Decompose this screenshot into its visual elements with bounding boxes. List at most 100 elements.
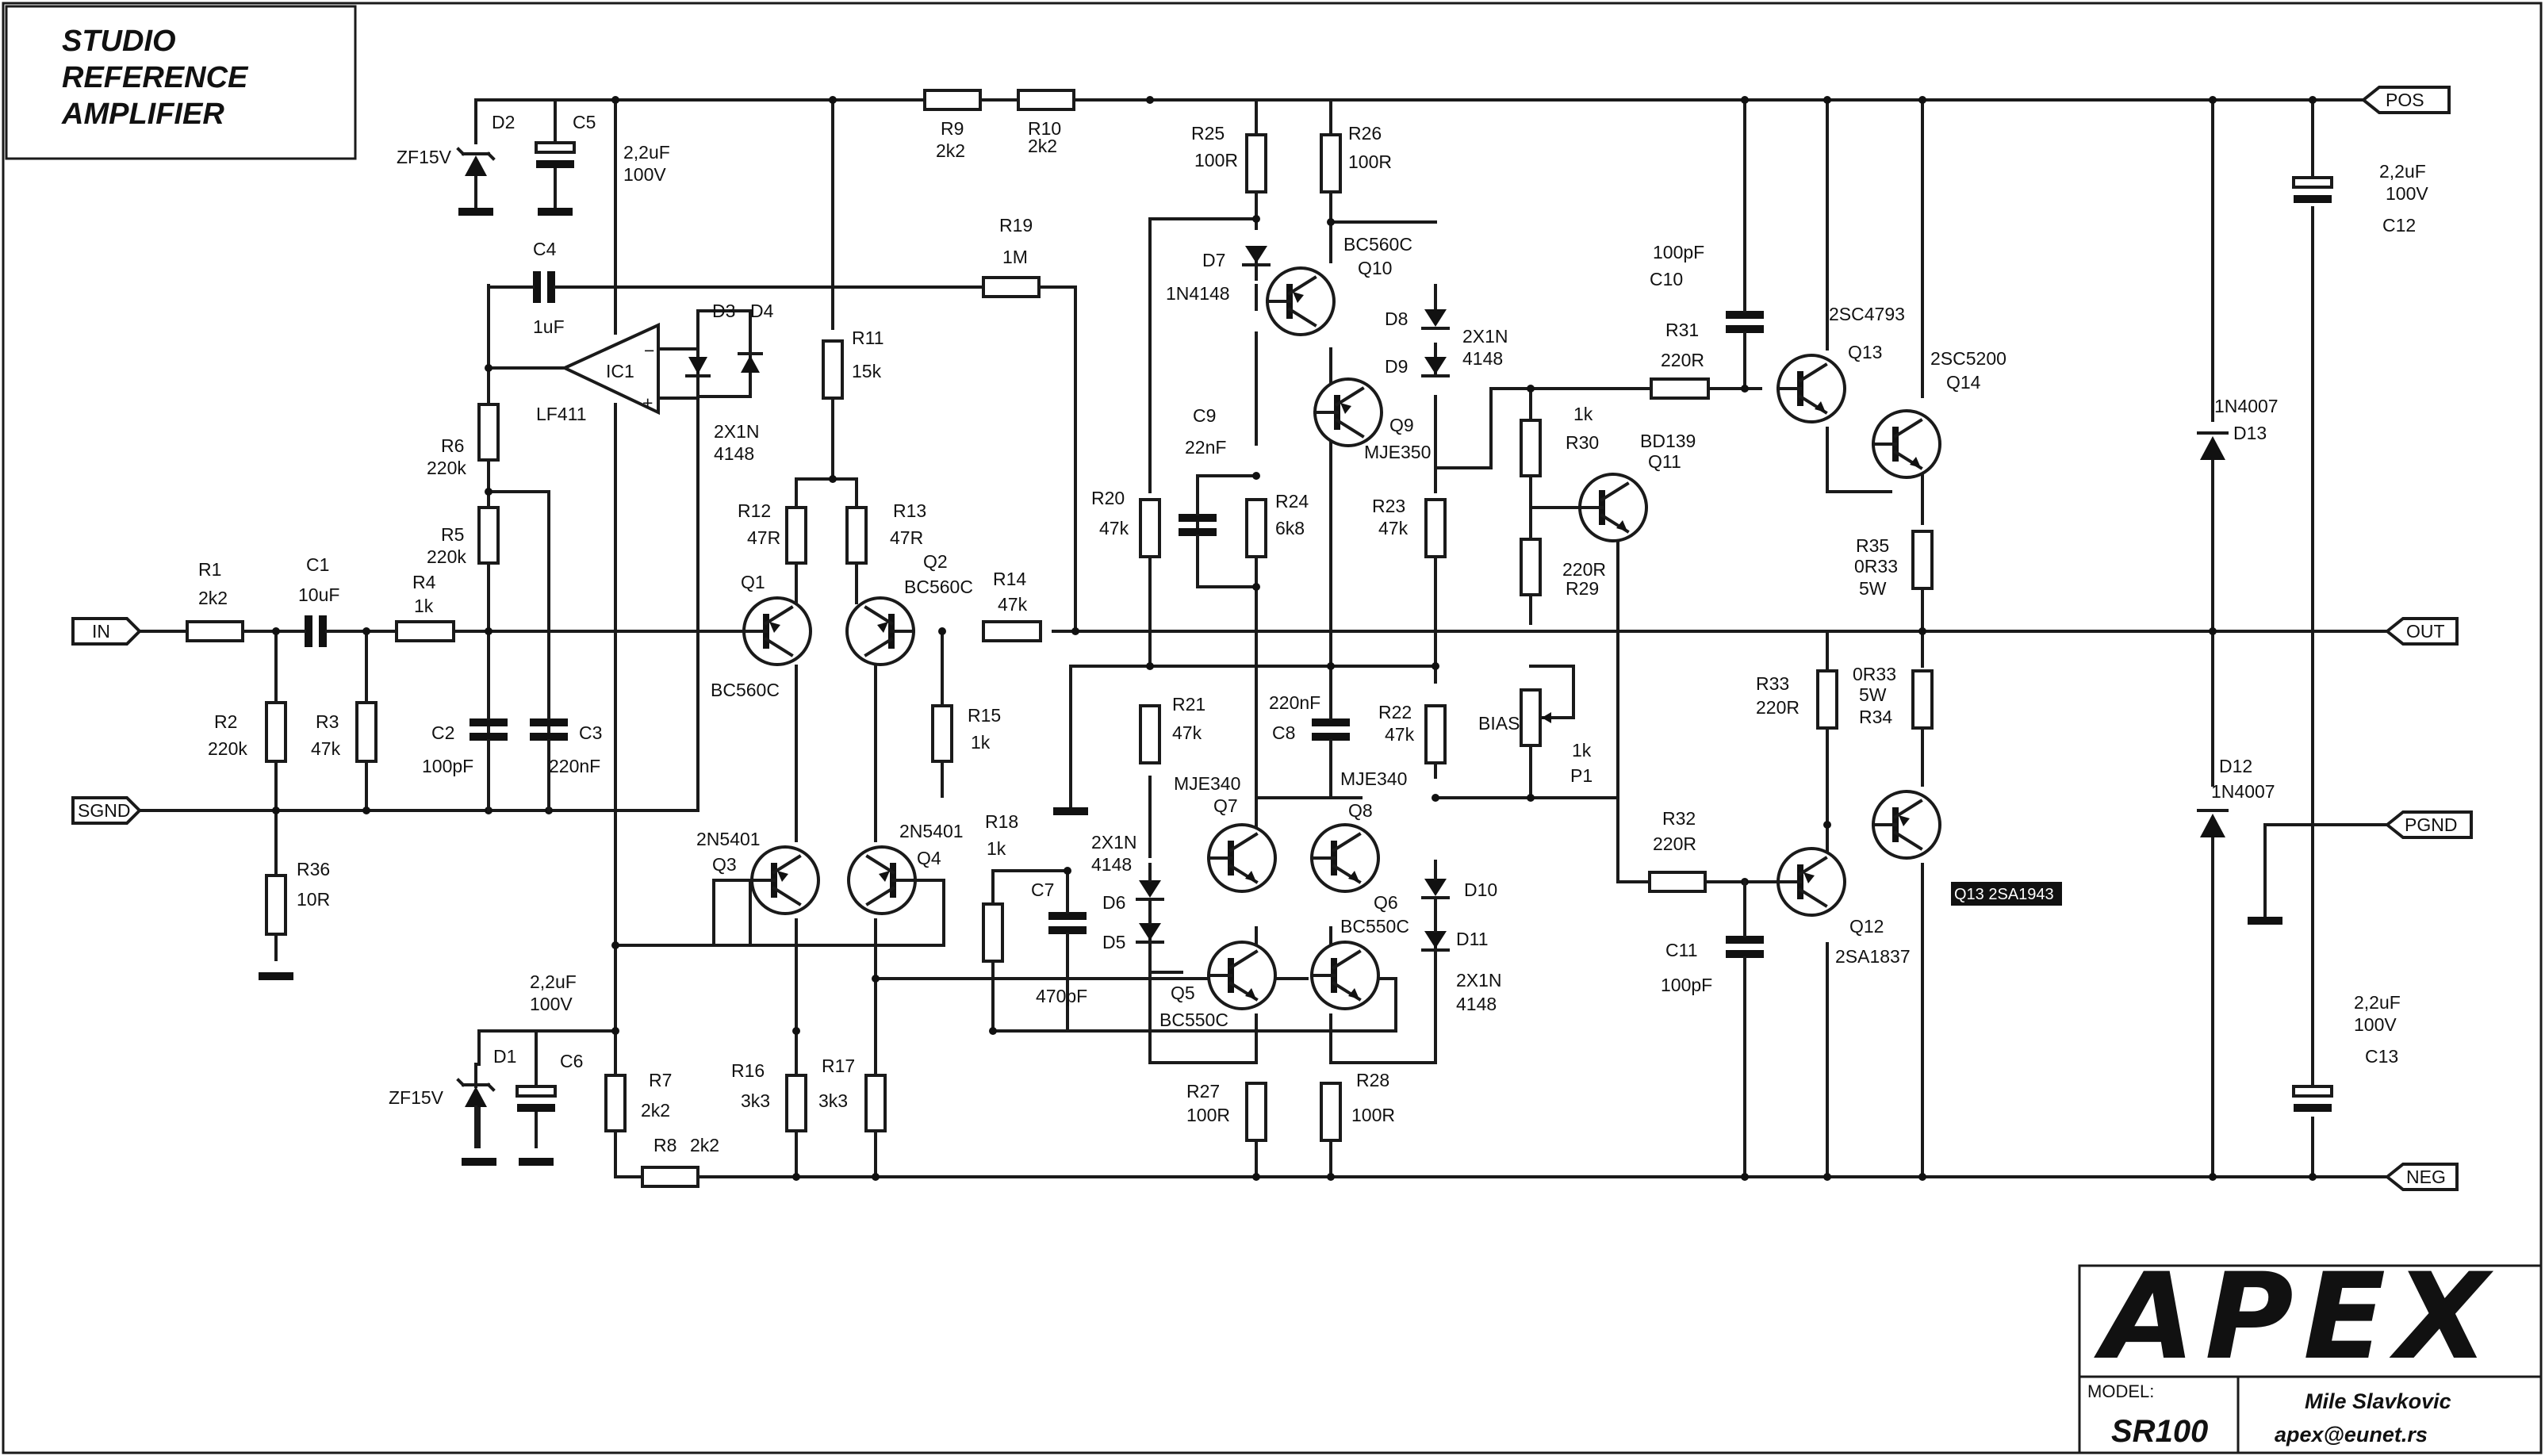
q14-val: 2SC5200 [1930, 348, 2006, 369]
resistor-r26 [1320, 133, 1342, 193]
transistor-q10 [1266, 266, 1336, 336]
q2-val: BC560C [904, 577, 973, 597]
diode-d11 [1421, 931, 1450, 952]
r27-val: 100R [1186, 1105, 1230, 1125]
author-name: Mile Slavkovic [2305, 1389, 2451, 1413]
r28-ref: R28 [1356, 1070, 1389, 1090]
ground-symbols [259, 208, 2282, 1166]
q6-val: BC550C [1340, 916, 1409, 937]
c9-ref: C9 [1193, 405, 1216, 426]
r6-val: 220k [427, 458, 466, 478]
transistor-q13 [1777, 354, 1846, 423]
d7-val: 1N4148 [1166, 283, 1230, 304]
resistor-r11 [822, 339, 844, 400]
r11-ref: R11 [852, 328, 884, 348]
capacitor-c13 [2292, 1085, 2333, 1112]
c12-val2: 100V [2386, 183, 2428, 204]
capacitor-c12 [2292, 176, 2333, 203]
r34-ref: R34 [1859, 707, 1892, 727]
ic1-val: LF411 [536, 404, 587, 424]
transistor-q3 [750, 845, 820, 915]
d12-val: 1N4007 [2211, 781, 2275, 802]
d6-ref: D6 [1102, 892, 1125, 913]
port-out: OUT [2384, 617, 2459, 646]
r11-val: 15k [852, 361, 882, 381]
resistor-r22 [1424, 704, 1447, 764]
resistor-r16 [785, 1074, 807, 1132]
svg-text:IN: IN [92, 621, 110, 642]
r32-ref: R32 [1662, 808, 1696, 829]
junctions [272, 96, 2317, 1181]
r7-ref: R7 [649, 1070, 672, 1090]
r35-val1: 0R33 [1854, 556, 1898, 577]
r23-ref: R23 [1372, 496, 1405, 516]
r20-val: 47k [1099, 518, 1129, 538]
resistor-r3 [355, 701, 378, 763]
q8-ref: Q8 [1348, 800, 1373, 821]
c12-val1: 2,2uF [2379, 161, 2426, 182]
r3-ref: R3 [316, 711, 339, 732]
bias-label: BIAS [1478, 713, 1520, 734]
transistor-q2 [845, 596, 915, 666]
q7-ref: Q7 [1213, 795, 1238, 816]
ports: IN SGND POS OUT PGND NEG [71, 86, 2473, 1191]
d12-ref: D12 [2219, 756, 2252, 776]
capacitor-c1 [297, 615, 335, 647]
diode-d12 [2197, 809, 2229, 837]
q9-val: MJE350 [1364, 442, 1431, 462]
capacitor-c11 [1726, 936, 1764, 958]
d13-val: 1N4007 [2214, 396, 2279, 416]
r21-ref: R21 [1172, 694, 1205, 715]
resistor-r13 [845, 506, 868, 565]
diode-d3 [685, 357, 711, 377]
r21-val: 47k [1172, 722, 1202, 743]
d7-ref: D7 [1202, 250, 1225, 270]
r35-val2: 5W [1859, 578, 1887, 599]
model-value: SR100 [2111, 1414, 2208, 1449]
r17-ref: R17 [822, 1056, 855, 1076]
q9-ref: Q9 [1389, 415, 1414, 435]
d4-ref: D4 [750, 301, 774, 321]
d8-ref: D8 [1385, 308, 1408, 329]
c4-ref: C4 [533, 239, 557, 259]
r2-val: 220k [208, 738, 247, 759]
r8-ref: R8 [653, 1135, 676, 1155]
d89-val2: 4148 [1462, 348, 1503, 369]
d1-val: ZF15V [389, 1087, 444, 1108]
resistor-r24 [1245, 498, 1267, 558]
author-email: apex@eunet.rs [2275, 1423, 2428, 1446]
transistor-q14 [1872, 409, 1941, 479]
resistor-r23 [1424, 498, 1447, 558]
c1-ref: C1 [306, 554, 329, 575]
r31-val: 220R [1661, 350, 1704, 370]
title-block: APEX MODEL: SR100 Mile Slavkovic apex@eu… [2078, 1248, 2543, 1454]
c9-val: 22nF [1185, 437, 1226, 458]
c6-ref: C6 [560, 1051, 583, 1071]
r4-val: 1k [414, 596, 434, 616]
component-labels: R1 2k2 C1 10uF R4 1k R2 220k R3 47k R36 … [198, 112, 2428, 1155]
c12-ref: C12 [2382, 215, 2416, 236]
diode-d10 [1421, 879, 1450, 899]
capacitor-c2 [470, 718, 508, 741]
resistor-r4 [395, 620, 455, 642]
r30-ref: R30 [1566, 432, 1599, 453]
r28-val: 100R [1351, 1105, 1395, 1125]
capacitor-c7 [1048, 912, 1087, 934]
resistor-r27 [1245, 1082, 1267, 1142]
c7-ref: C7 [1031, 879, 1054, 900]
r18-ref: R18 [985, 811, 1018, 832]
c3-val: 220nF [549, 756, 600, 776]
r27-ref: R27 [1186, 1081, 1220, 1102]
resistor-r1 [186, 620, 244, 642]
r19-val: 1M [1002, 247, 1028, 267]
q1-ref: Q1 [741, 572, 765, 592]
q7-val: MJE340 [1174, 773, 1240, 794]
q14-ref: Q14 [1946, 372, 1981, 393]
r5-ref: R5 [441, 524, 464, 545]
q5-val: BC550C [1159, 1010, 1228, 1030]
transistor-q11 [1578, 473, 1648, 542]
d10-ref: D10 [1464, 879, 1497, 900]
capacitor-c3 [530, 718, 568, 741]
q3-val: 2N5401 [696, 829, 761, 849]
